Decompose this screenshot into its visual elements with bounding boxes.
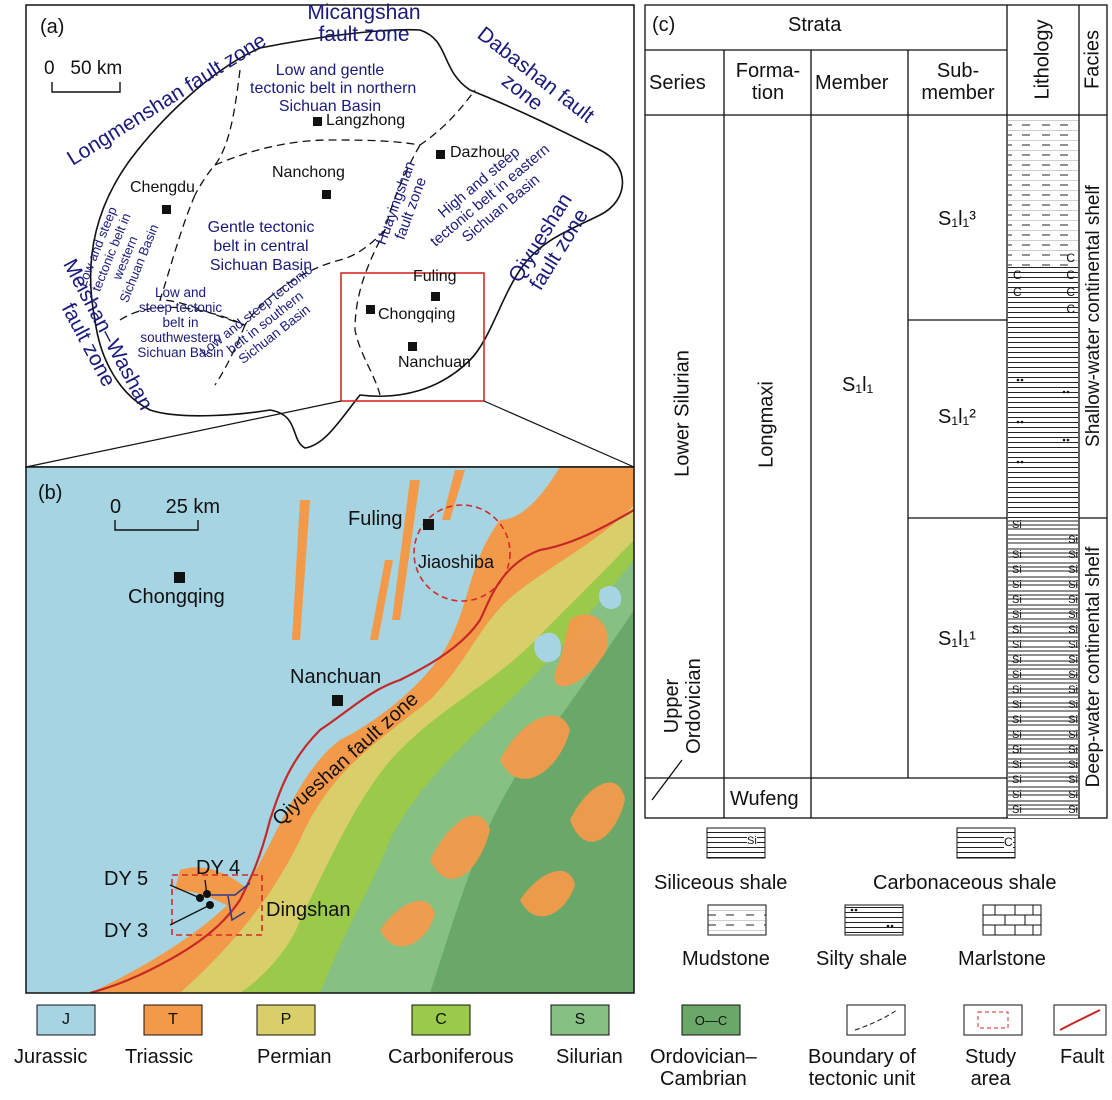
panel-a-label: (a)	[40, 16, 65, 38]
city-fuling-b: Fuling	[348, 508, 403, 530]
panel-b-scale: 0 25 km	[110, 496, 221, 518]
legend-si-symbol: Si	[747, 835, 757, 847]
panel-a-scale: 0 50 km	[44, 58, 123, 79]
series-header: Series	[649, 72, 706, 94]
city-nanchuan-a: Nanchuan	[398, 354, 471, 371]
well-dy5: DY 5	[104, 868, 149, 890]
member-header: Member	[815, 72, 889, 94]
submember-header: Sub-member	[921, 60, 995, 104]
study-area-box-b	[171, 874, 263, 936]
member-s1l1: S₁l₁	[842, 374, 874, 396]
legend-code-triassic: T	[168, 1011, 178, 1028]
legend-fault: Fault	[1060, 1046, 1105, 1068]
well-dy4: DY 4	[196, 857, 241, 879]
legend-permian: Permian	[257, 1046, 332, 1068]
legend-mudstone: Mudstone	[682, 948, 770, 970]
jiaoshiba-label: Jiaoshiba	[418, 552, 495, 572]
legend-ordovician-code: O—C	[694, 1013, 728, 1028]
wells	[169, 879, 251, 926]
city-fuling-a: Fuling	[413, 268, 457, 285]
facies-shallow: Shallow-water continental shelf	[1083, 185, 1104, 447]
legend-silty: Silty shale	[816, 948, 908, 970]
city-chengdu: Chengdu	[130, 179, 195, 196]
legend-triassic: Triassic	[125, 1046, 194, 1068]
city-chongqing-b: Chongqing	[128, 586, 225, 608]
city-dazhou: Dazhou	[450, 144, 506, 161]
facies-header: Facies	[1081, 30, 1104, 89]
lithology-legend	[706, 827, 1042, 936]
map-legend	[36, 1004, 1107, 1036]
city-nanchong: Nanchong	[272, 164, 345, 181]
panel-c-label: (c)	[652, 14, 676, 36]
sichuan-basin-outline	[89, 28, 624, 449]
panel-b-label: (b)	[38, 482, 63, 504]
strata-header: Strata	[788, 14, 842, 36]
lithology-column	[1008, 116, 1078, 818]
legend-siliceous: Siliceous shale	[654, 872, 788, 894]
legend-carbonaceous: Carbonaceous shale	[873, 872, 1057, 894]
legend-jurassic: Jurassic	[14, 1046, 88, 1068]
facies-deep: Deep-water continental shelf	[1083, 546, 1104, 788]
qiyueshan-fault-line	[89, 509, 634, 993]
legend-marlstone: Marlstone	[958, 948, 1046, 970]
city-langzhong: Langzhong	[326, 112, 406, 129]
jiaoshiba-outline	[413, 504, 511, 602]
legend-code-carboniferous: C	[435, 1011, 447, 1028]
submember-s1l1-3: S₁l₁³	[938, 208, 976, 230]
legend-code-jurassic: J	[62, 1011, 70, 1028]
well-dy3: DY 3	[104, 920, 149, 942]
dingshan-label: Dingshan	[266, 899, 351, 921]
submember-s1l1-2: S₁l₁²	[938, 406, 976, 428]
panel-a	[25, 4, 635, 468]
wufeng-label: Wufeng	[730, 788, 799, 810]
legend-c-symbol: C	[1004, 835, 1013, 849]
panel-b	[26, 467, 634, 993]
submember-s1l1-1: S₁l₁¹	[938, 628, 976, 650]
city-chongqing-a: Chongqing	[378, 306, 456, 323]
legend-silurian: Silurian	[556, 1046, 623, 1068]
formation-header: Forma-tion	[735, 60, 801, 104]
study-area-box-a	[340, 272, 485, 402]
city-nanchuan-b: Nanchuan	[290, 666, 382, 688]
tectonic-boundaries	[119, 69, 476, 396]
lithology-header: Lithology	[1031, 19, 1054, 100]
legend-carboniferous: Carboniferous	[388, 1046, 514, 1068]
lower-silurian-label: Lower Silurian	[671, 350, 694, 477]
longmaxi-label: Longmaxi	[755, 381, 778, 468]
legend-code-silurian: S	[574, 1011, 586, 1028]
legend-code-permian: P	[280, 1011, 292, 1028]
panel-c	[644, 4, 1108, 819]
legend-ordovician: Ordovician–Cambrian	[650, 1046, 757, 1090]
